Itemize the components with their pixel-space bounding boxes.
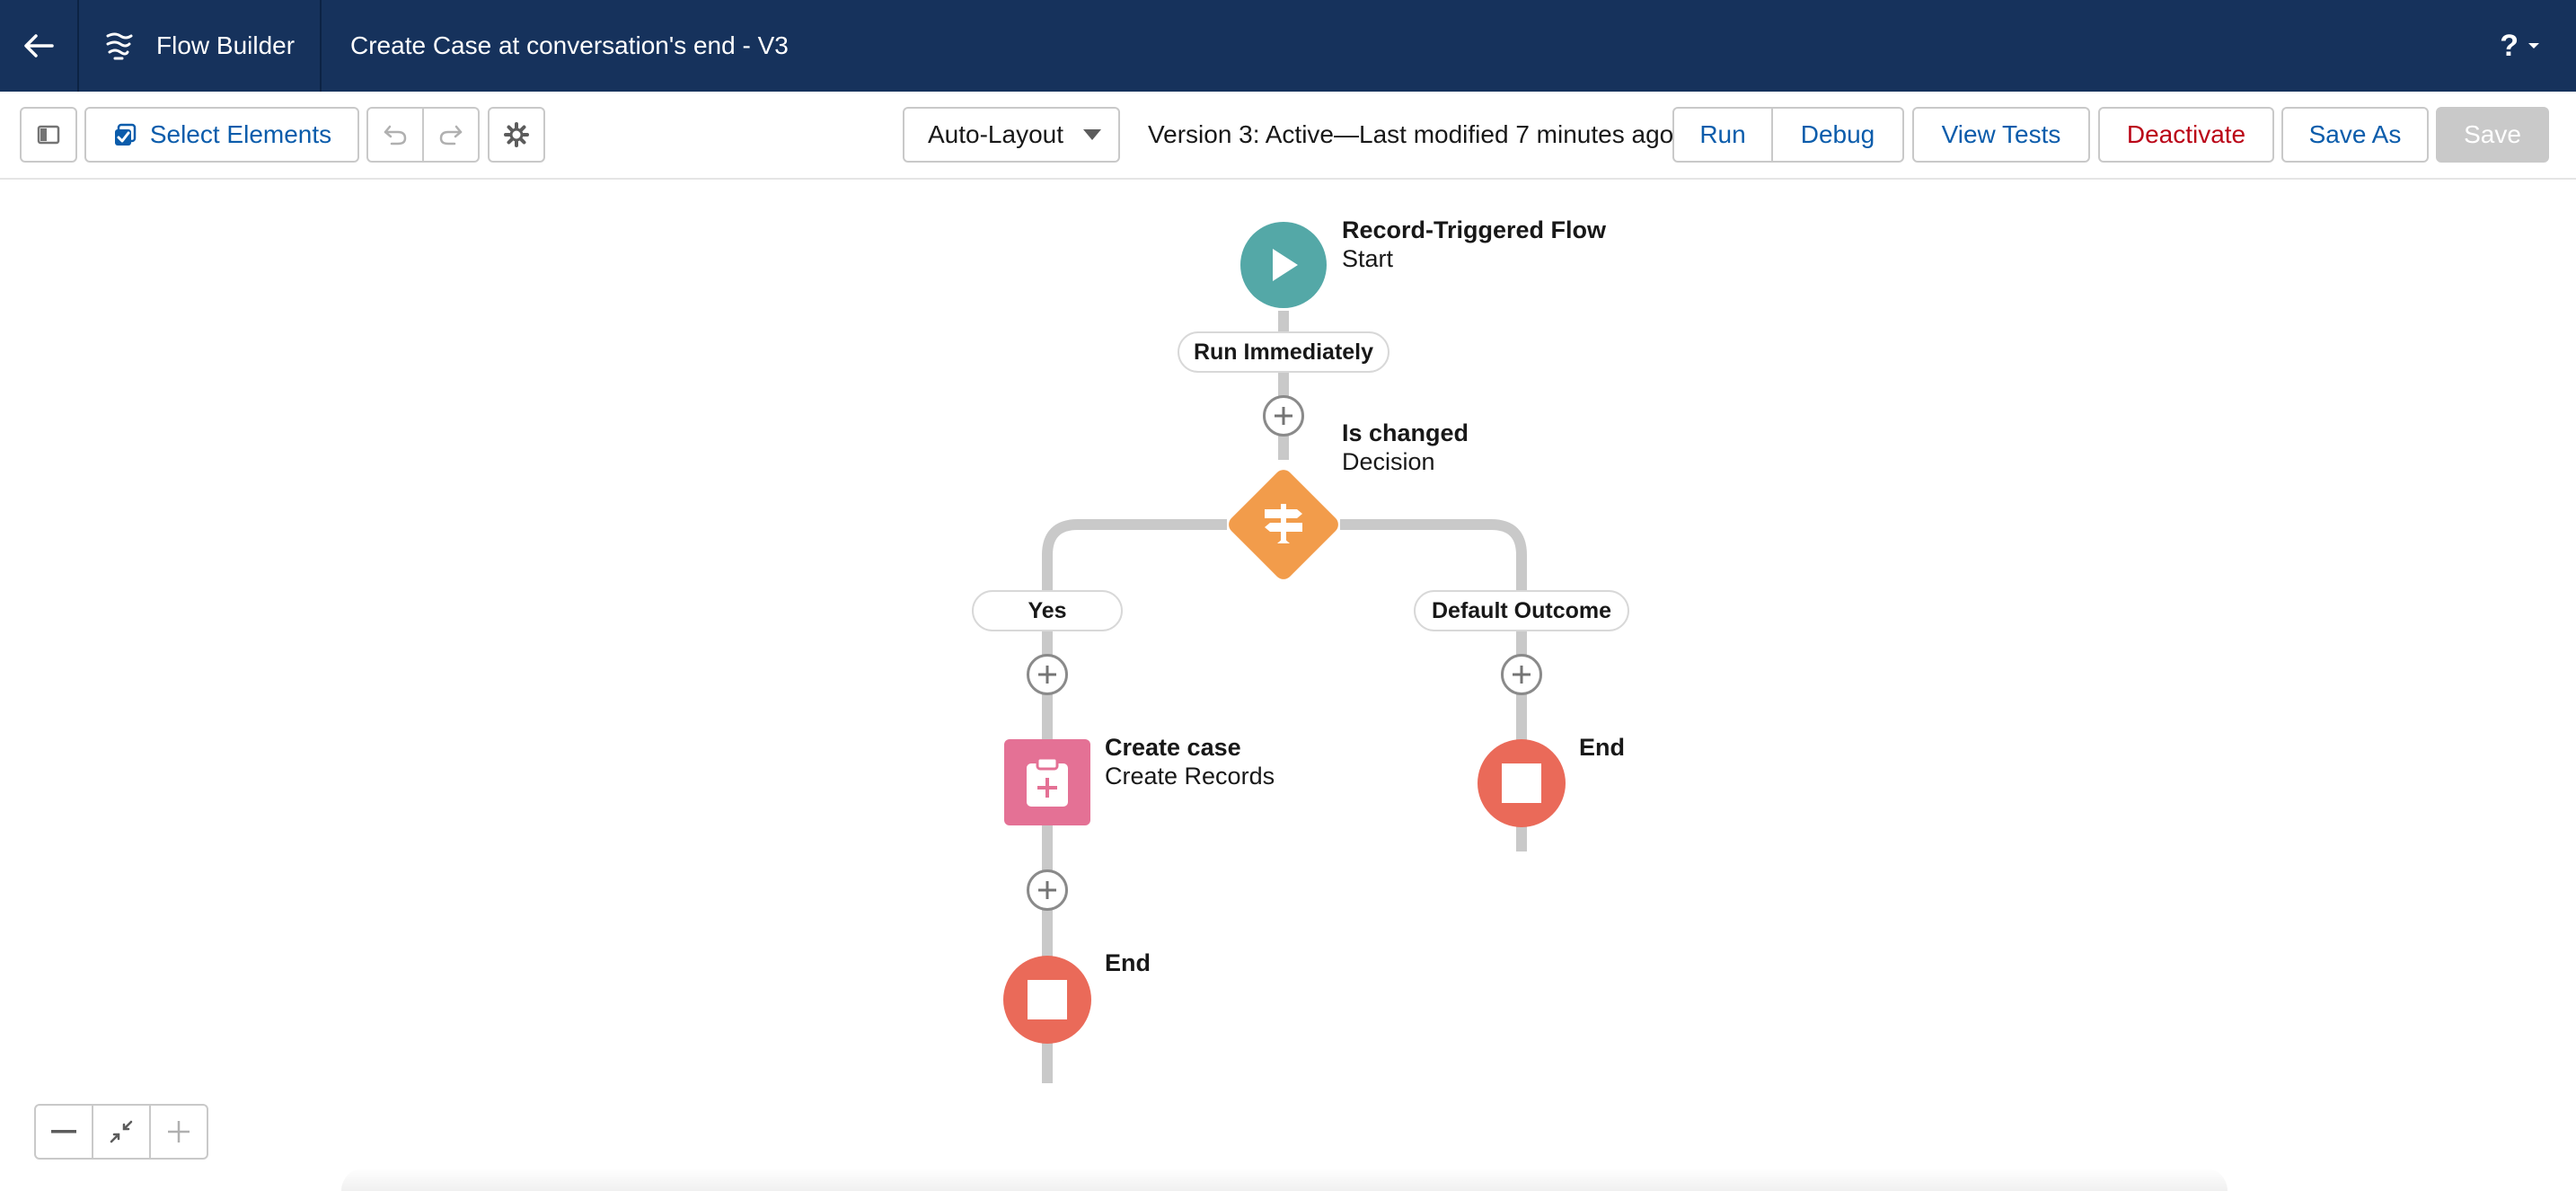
view-tests-label: View Tests [1941,120,2061,148]
canvas-bottom-shadow [341,1168,2228,1191]
default-outcome-label[interactable]: Default Outcome [1414,590,1629,631]
select-checkbox-icon [114,123,137,146]
arrow-left-icon [24,34,54,57]
end-node-left[interactable] [1003,956,1091,1044]
redo-button[interactable] [424,107,480,163]
plus-icon [1513,666,1531,684]
decision-node-title: Is changed [1342,419,1469,446]
select-elements-label: Select Elements [149,120,332,148]
fit-to-view-button[interactable] [93,1106,151,1158]
create-case-node-label: Create case Create Records [1105,733,1275,790]
help-icon: ? [2500,28,2519,63]
version-status: Version 3: Active—Last modified 7 minute… [1148,120,1674,148]
add-element-button[interactable] [1027,654,1068,695]
toggle-panel-button[interactable] [20,107,77,163]
start-node-label: Record-Triggered Flow Start [1342,216,1606,273]
add-element-button[interactable] [1263,395,1304,437]
start-node-subtitle: Start [1342,245,1394,272]
decision-node-label: Is changed Decision [1342,419,1469,476]
save-label: Save [2464,120,2521,148]
end-node-left-title: End [1105,949,1151,976]
end-node-right[interactable] [1478,739,1566,827]
select-elements-button[interactable]: Select Elements [84,107,359,163]
flow-title: Create Case at conversation's end - V3 [350,31,789,59]
decision-node-subtitle: Decision [1342,448,1435,475]
deactivate-label: Deactivate [2126,120,2246,148]
zoom-in-button[interactable] [151,1106,207,1158]
flow-builder-icon [104,31,133,61]
chevron-down-icon [2528,43,2539,49]
layout-select[interactable]: Auto-Layout [903,107,1120,163]
deactivate-button[interactable]: Deactivate [2098,107,2274,163]
end-node-right-title: End [1579,734,1625,761]
create-case-node[interactable] [1004,739,1090,825]
view-tests-button[interactable]: View Tests [1912,107,2090,163]
run-immediately-path-label[interactable]: Run Immediately [1178,331,1389,373]
debug-label: Debug [1800,120,1875,148]
undo-icon [384,125,407,146]
decision-icon [1265,504,1302,543]
plus-icon [168,1121,190,1142]
yes-outcome-label[interactable]: Yes [972,590,1123,631]
panel-toggle-icon [37,125,60,145]
minus-icon [51,1130,76,1134]
create-record-icon [1027,756,1068,807]
create-case-node-subtitle: Create Records [1105,763,1275,790]
create-case-node-title: Create case [1105,734,1241,761]
run-label: Run [1699,120,1746,148]
run-button[interactable]: Run [1672,107,1773,163]
plus-icon [1038,881,1056,899]
flow-canvas[interactable]: Record-Triggered Flow Start Run Immediat… [0,180,2576,1191]
save-button[interactable]: Save [2436,107,2549,163]
zoom-controls [34,1104,208,1160]
plus-icon [1038,666,1056,684]
settings-button[interactable] [488,107,545,163]
stop-icon [1028,980,1067,1019]
start-node-title: Record-Triggered Flow [1342,216,1607,243]
gear-icon [504,122,529,147]
app-name: Flow Builder [156,31,296,59]
fit-to-view-icon [110,1120,133,1143]
back-button[interactable] [0,0,79,92]
layout-select-value: Auto-Layout [928,120,1063,148]
toolbar: Select Elements Auto-Layout Versio [0,92,2576,180]
end-node-right-label: End [1579,733,1625,762]
help-menu-button[interactable]: ? [2500,0,2540,92]
app-header: Flow Builder Create Case at conversation… [0,0,2576,92]
chevron-down-icon [1083,129,1101,140]
app-name-area: Flow Builder [79,0,322,92]
decision-node[interactable] [1224,465,1343,584]
undo-button[interactable] [366,107,424,163]
plus-icon [1275,407,1292,425]
save-as-label: Save As [2308,120,2402,148]
zoom-out-button[interactable] [36,1106,93,1158]
end-node-left-label: End [1105,948,1151,977]
play-icon [1273,249,1298,281]
save-as-button[interactable]: Save As [2281,107,2429,163]
start-node[interactable] [1240,222,1327,308]
redo-icon [439,125,463,146]
add-element-button[interactable] [1501,654,1542,695]
debug-button[interactable]: Debug [1773,107,1904,163]
stop-icon [1502,763,1541,803]
add-element-button[interactable] [1027,869,1068,911]
